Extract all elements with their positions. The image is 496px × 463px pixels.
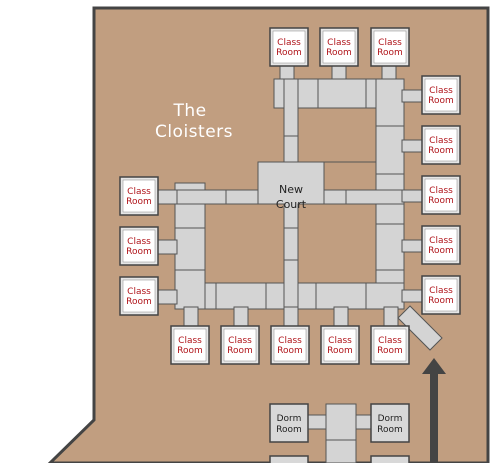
svg-text:Class: Class xyxy=(228,336,252,346)
svg-text:Room: Room xyxy=(227,346,253,356)
class-room-top-1[interactable]: Class Room xyxy=(269,27,309,67)
class-room-bottom-4[interactable]: Class Room xyxy=(320,325,360,365)
svg-text:Class: Class xyxy=(127,287,151,297)
court-label-line2: Court xyxy=(276,198,307,211)
class-room-right-4[interactable]: Class Room xyxy=(421,225,461,265)
svg-text:Room: Room xyxy=(428,146,454,156)
svg-text:Room: Room xyxy=(177,346,203,356)
svg-text:Class: Class xyxy=(429,236,453,246)
svg-text:Room: Room xyxy=(277,346,303,356)
svg-text:Class: Class xyxy=(277,38,301,48)
svg-text:Room: Room xyxy=(428,246,454,256)
class-room-right-1[interactable]: Class Room xyxy=(421,75,461,115)
svg-text:Class: Class xyxy=(429,86,453,96)
class-room-bottom-5[interactable]: Class Room xyxy=(370,325,410,365)
svg-text:Class: Class xyxy=(378,336,402,346)
svg-text:Class: Class xyxy=(429,186,453,196)
svg-text:Room: Room xyxy=(428,296,454,306)
dorm-room-lower-left[interactable] xyxy=(269,455,309,463)
lawns xyxy=(204,107,377,284)
dorm-room-left[interactable]: Dorm Room xyxy=(269,403,309,443)
svg-text:Room: Room xyxy=(276,425,302,435)
svg-text:Class: Class xyxy=(429,136,453,146)
svg-text:Room: Room xyxy=(126,247,152,257)
class-room-left-3[interactable]: Class Room xyxy=(119,276,159,316)
class-room-right-2[interactable]: Class Room xyxy=(421,125,461,165)
svg-text:Class: Class xyxy=(327,38,351,48)
svg-text:Room: Room xyxy=(377,425,403,435)
class-room-top-2[interactable]: Class Room xyxy=(319,27,359,67)
svg-text:Room: Room xyxy=(377,346,403,356)
dorm-room-lower-right[interactable] xyxy=(370,455,410,463)
svg-text:Room: Room xyxy=(428,96,454,106)
class-room-right-3[interactable]: Class Room xyxy=(421,175,461,215)
svg-text:Room: Room xyxy=(126,297,152,307)
svg-text:Room: Room xyxy=(126,197,152,207)
svg-text:Room: Room xyxy=(377,48,403,58)
svg-text:Class: Class xyxy=(328,336,352,346)
svg-text:Room: Room xyxy=(428,196,454,206)
svg-text:Class: Class xyxy=(429,286,453,296)
svg-text:Class: Class xyxy=(178,336,202,346)
svg-text:Room: Room xyxy=(326,48,352,58)
class-room-bottom-2[interactable]: Class Room xyxy=(220,325,260,365)
svg-text:Class: Class xyxy=(378,38,402,48)
class-room-top-3[interactable]: Class Room xyxy=(370,27,410,67)
class-room-bottom-1[interactable]: Class Room xyxy=(170,325,210,365)
dorm-room-right[interactable]: Dorm Room xyxy=(370,403,410,443)
svg-text:Class: Class xyxy=(278,336,302,346)
class-rooms: Class Room Class Room Class Room Class R… xyxy=(119,27,461,365)
class-room-right-5[interactable]: Class Room xyxy=(421,275,461,315)
dorm-area: Dorm Room Dorm Room xyxy=(269,403,410,463)
svg-text:Dorm: Dorm xyxy=(277,414,302,424)
class-room-left-1[interactable]: Class Room xyxy=(119,176,159,216)
corridor-dividers xyxy=(175,79,404,309)
class-room-left-2[interactable]: Class Room xyxy=(119,226,159,266)
svg-text:Class: Class xyxy=(127,237,151,247)
north-arrow-icon xyxy=(422,358,446,463)
svg-text:Room: Room xyxy=(327,346,353,356)
class-room-bottom-3[interactable]: Class Room xyxy=(270,325,310,365)
court-label-line1: New xyxy=(279,183,303,196)
svg-text:Class: Class xyxy=(127,187,151,197)
svg-text:Room: Room xyxy=(276,48,302,58)
svg-text:Dorm: Dorm xyxy=(378,414,403,424)
area-title-line1: The xyxy=(172,101,206,121)
area-title-line2: Cloisters xyxy=(155,122,233,142)
